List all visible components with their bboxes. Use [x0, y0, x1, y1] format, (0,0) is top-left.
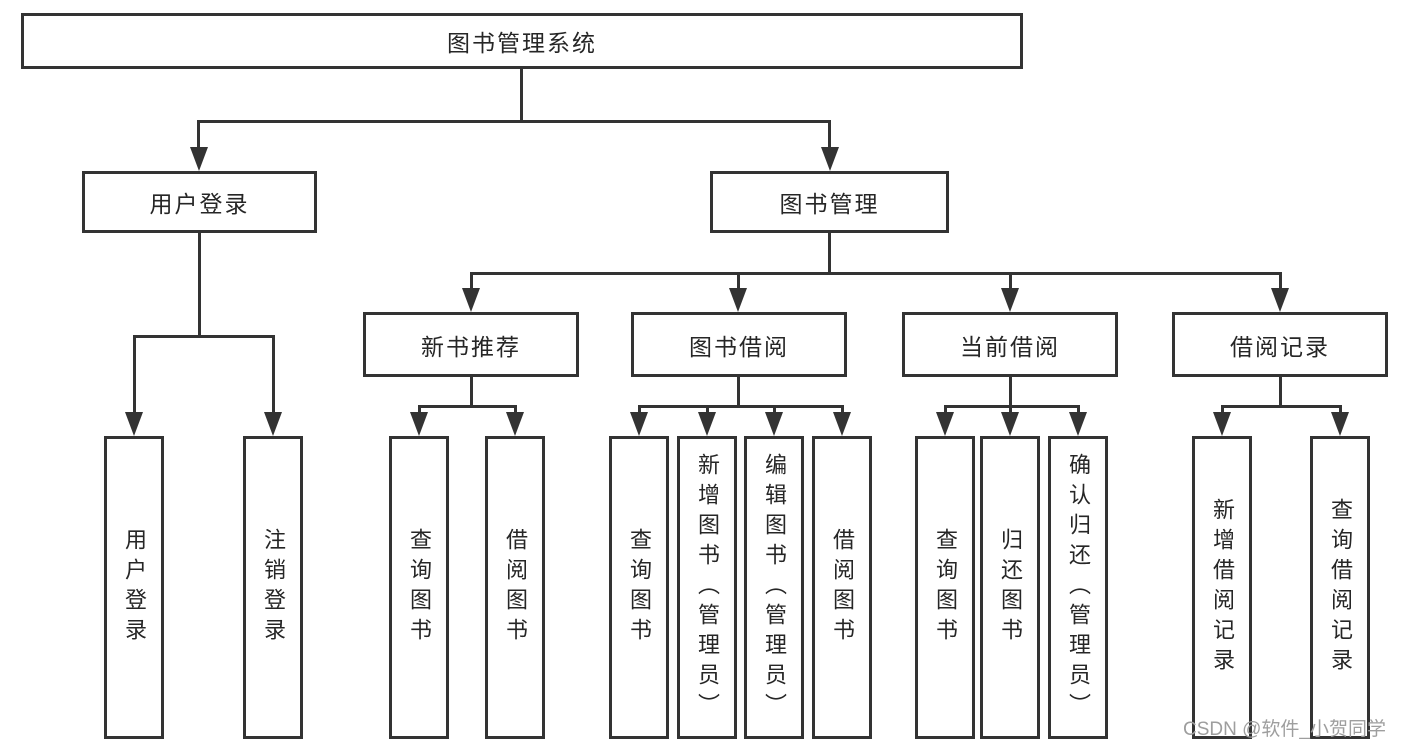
node-current-borrow: 当前借阅 — [902, 312, 1118, 377]
arrow-down-icon — [1213, 412, 1231, 436]
leaf-label: 新增图书（管理员） — [695, 452, 720, 723]
arrow-down-icon — [1069, 412, 1087, 436]
leaf-label: 查询借阅记录 — [1328, 497, 1353, 678]
node-label: 当前借阅 — [960, 333, 1060, 360]
connector-current-borrow-split — [944, 405, 1080, 408]
connector-drop-leaf — [1339, 405, 1342, 415]
connector-new-book-split — [418, 405, 517, 408]
connector-root-split — [197, 120, 831, 123]
connector-current-borrow-stem — [1009, 377, 1012, 408]
leaf-label: 借阅图书 — [830, 527, 855, 648]
connector-root-stem — [520, 69, 523, 120]
node-book-borrow: 图书借阅 — [631, 312, 847, 377]
connector-drop-leaf — [1221, 405, 1224, 415]
connector-user-login-stem — [198, 233, 201, 335]
connector-drop-new-book — [470, 272, 473, 291]
arrow-down-icon — [190, 147, 208, 171]
connector-drop-leaf — [773, 405, 776, 415]
arrow-down-icon — [833, 412, 851, 436]
leaf-label: 注销登录 — [261, 527, 286, 648]
leaf-return-books: 归还图书 — [980, 436, 1040, 739]
leaf-query-borrow-record: 查询借阅记录 — [1310, 436, 1370, 739]
arrow-down-icon — [1271, 288, 1289, 312]
leaf-query-books-recommend: 查询图书 — [389, 436, 449, 739]
connector-new-book-stem — [470, 377, 473, 408]
leaf-logout: 注销登录 — [243, 436, 303, 739]
connector-drop-leaf — [706, 405, 709, 415]
connector-drop-leaf — [841, 405, 844, 415]
node-borrow-record: 借阅记录 — [1172, 312, 1388, 377]
arrow-down-icon — [765, 412, 783, 436]
connector-drop-leaf — [514, 405, 517, 415]
arrow-down-icon — [1331, 412, 1349, 436]
connector-user-login-split — [133, 335, 275, 338]
connector-drop-book-borrow — [737, 272, 740, 291]
arrow-down-icon — [821, 147, 839, 171]
leaf-query-books-current: 查询图书 — [915, 436, 975, 739]
connector-borrow-record-split — [1221, 405, 1342, 408]
leaf-edit-books-admin: 编辑图书（管理员） — [744, 436, 804, 739]
arrow-down-icon — [1001, 412, 1019, 436]
connector-book-borrow-split — [638, 405, 844, 408]
arrow-down-icon — [462, 288, 480, 312]
node-label: 图书管理系统 — [447, 30, 597, 56]
arrow-down-icon — [729, 288, 747, 312]
leaf-borrow-books-recommend: 借阅图书 — [485, 436, 545, 739]
node-book-management: 图书管理 — [710, 171, 949, 233]
leaf-add-borrow-record: 新增借阅记录 — [1192, 436, 1252, 739]
leaf-borrow-books: 借阅图书 — [812, 436, 872, 739]
connector-drop-borrow-record — [1279, 272, 1282, 291]
node-label: 用户登录 — [149, 191, 250, 217]
connector-drop-leaf — [944, 405, 947, 415]
connector-drop-current-borrow — [1009, 272, 1012, 291]
connector-drop-leaf — [418, 405, 421, 415]
connector-drop-leaf — [1009, 405, 1012, 415]
csdn-watermark: CSDN @软件_小贺同学 — [1183, 719, 1386, 740]
connector-drop-logout-leaf — [272, 335, 275, 414]
connector-drop-login-leaf — [133, 335, 136, 414]
leaf-label: 新增借阅记录 — [1210, 497, 1235, 678]
leaf-label: 用户登录 — [122, 527, 147, 648]
leaf-label: 查询图书 — [627, 527, 652, 648]
node-label: 图书借阅 — [689, 333, 789, 360]
leaf-label: 确认归还（管理员） — [1066, 452, 1091, 723]
connector-book-management-stem — [828, 233, 831, 274]
leaf-confirm-return-admin: 确认归还（管理员） — [1048, 436, 1108, 739]
arrow-down-icon — [1001, 288, 1019, 312]
connector-book-borrow-stem — [737, 377, 740, 408]
leaf-label: 借阅图书 — [503, 527, 528, 648]
node-library-management-system: 图书管理系统 — [21, 13, 1023, 69]
leaf-query-books-borrow: 查询图书 — [609, 436, 669, 739]
leaf-label: 查询图书 — [933, 527, 958, 648]
connector-drop-book-management — [828, 120, 831, 149]
arrow-down-icon — [264, 412, 282, 436]
arrow-down-icon — [936, 412, 954, 436]
arrow-down-icon — [506, 412, 524, 436]
node-label: 图书管理 — [779, 191, 880, 217]
connector-drop-leaf — [1077, 405, 1080, 415]
leaf-label: 编辑图书（管理员） — [762, 452, 787, 723]
connector-book-management-split — [470, 272, 1281, 275]
leaf-user-login: 用户登录 — [104, 436, 164, 739]
arrow-down-icon — [410, 412, 428, 436]
arrow-down-icon — [125, 412, 143, 436]
node-new-book-recommend: 新书推荐 — [363, 312, 579, 377]
node-user-login: 用户登录 — [82, 171, 317, 233]
leaf-label: 查询图书 — [407, 527, 432, 648]
node-label: 新书推荐 — [421, 333, 521, 360]
connector-drop-user-login — [197, 120, 200, 149]
arrow-down-icon — [698, 412, 716, 436]
connector-borrow-record-stem — [1279, 377, 1282, 408]
leaf-add-books-admin: 新增图书（管理员） — [677, 436, 737, 739]
leaf-label: 归还图书 — [998, 527, 1023, 648]
arrow-down-icon — [630, 412, 648, 436]
node-label: 借阅记录 — [1230, 333, 1330, 360]
connector-drop-leaf — [638, 405, 641, 415]
